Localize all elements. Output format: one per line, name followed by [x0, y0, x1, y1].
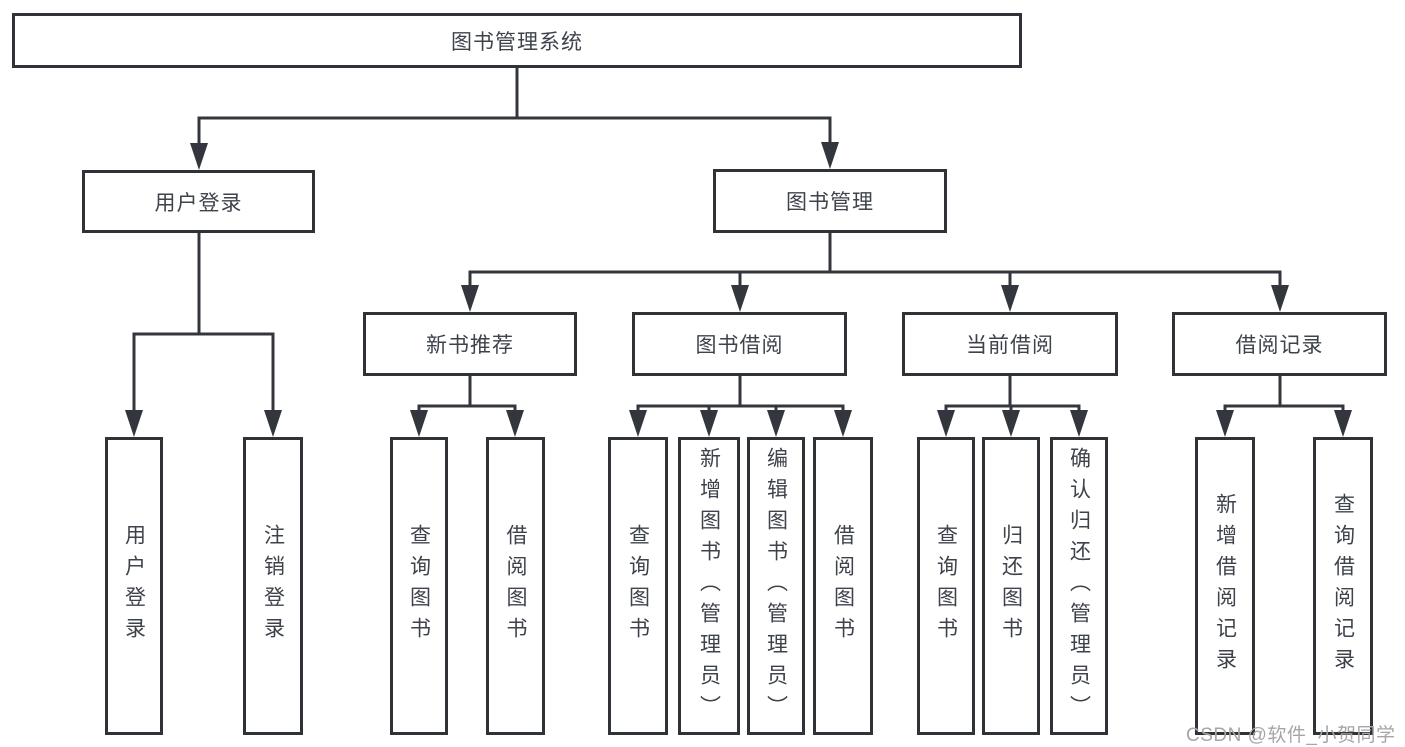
node-leaf-query-borrow-record: 查询借阅记录 [1313, 437, 1373, 735]
node-leaf-edit-book-admin: 编辑图书（管理员） [747, 437, 805, 735]
node-leaf-borrow-books-recommend: 借阅图书 [486, 437, 545, 735]
node-leaf-add-book-admin: 新增图书（管理员） [678, 437, 740, 735]
node-leaf-confirm-return-admin: 确认归还（管理员） [1050, 437, 1108, 735]
node-leaf-user-login: 用户登录 [105, 437, 163, 735]
node-leaf-query-books-recommend: 查询图书 [390, 437, 448, 735]
node-current-borrow: 当前借阅 [902, 312, 1118, 376]
node-leaf-add-borrow-record: 新增借阅记录 [1195, 437, 1255, 735]
node-leaf-query-books-borrow: 查询图书 [608, 437, 668, 735]
node-leaf-query-books-current: 查询图书 [917, 437, 975, 735]
node-leaf-return-books: 归还图书 [982, 437, 1040, 735]
node-user-login: 用户登录 [82, 170, 315, 233]
node-root-system: 图书管理系统 [12, 13, 1022, 68]
node-new-book-recommend: 新书推荐 [363, 312, 577, 376]
node-book-management: 图书管理 [713, 169, 947, 233]
csdn-watermark: CSDN @软件_小贺同学 [1186, 725, 1396, 746]
node-borrow-records: 借阅记录 [1172, 312, 1387, 376]
arrowheads [125, 142, 1352, 437]
node-leaf-borrow-books: 借阅图书 [813, 437, 873, 735]
node-leaf-logout: 注销登录 [243, 437, 303, 735]
node-book-borrow: 图书借阅 [632, 312, 847, 376]
